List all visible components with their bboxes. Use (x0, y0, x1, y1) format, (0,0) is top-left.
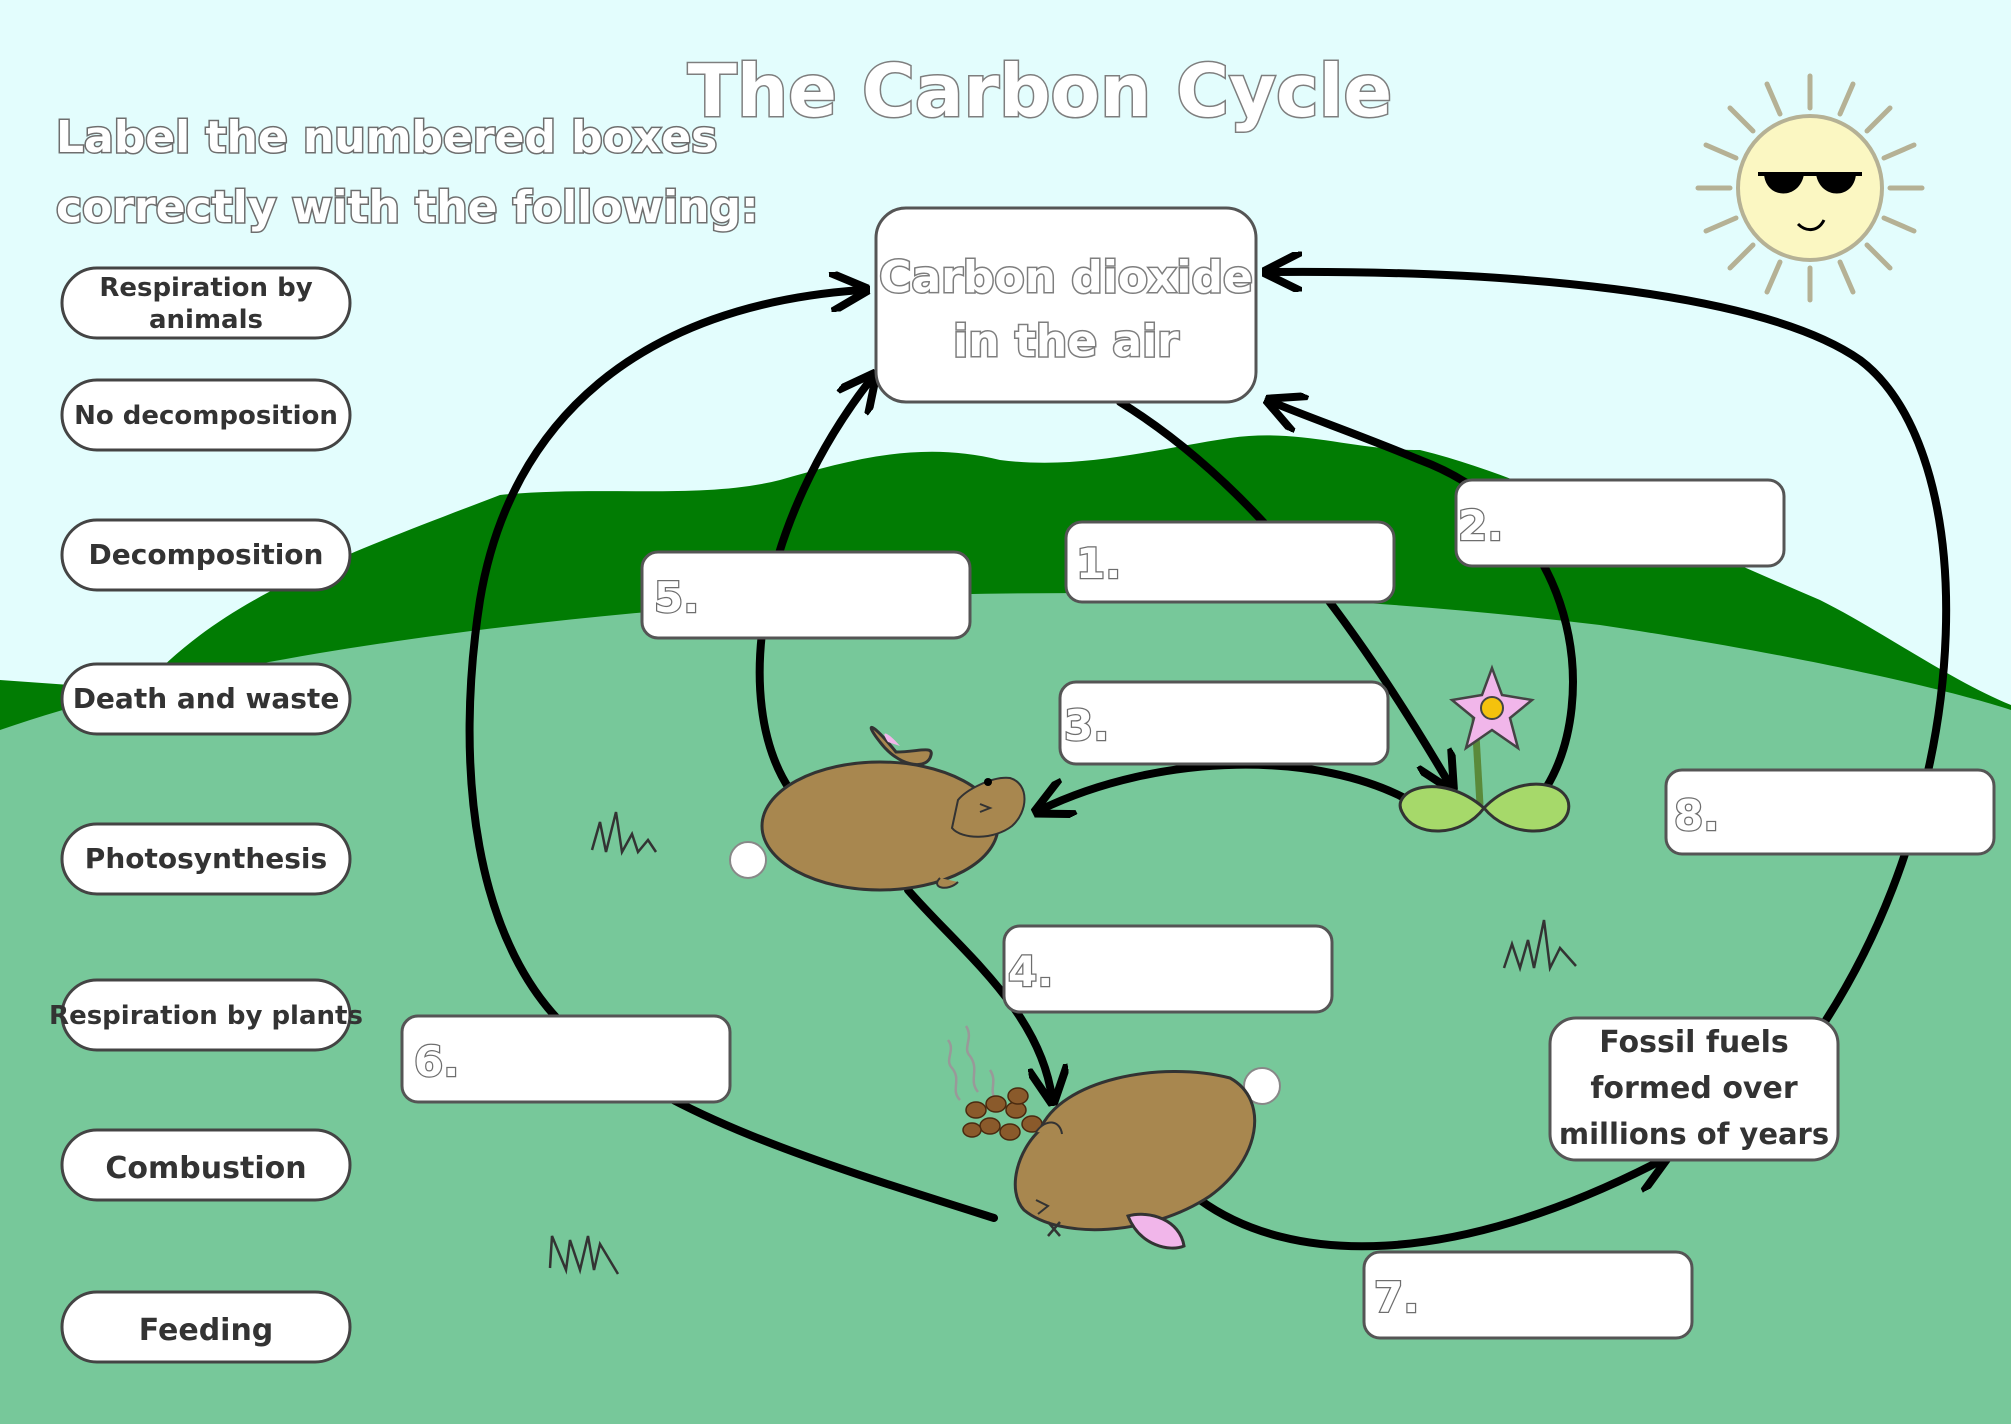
box-number: 4. (1008, 947, 1053, 996)
instructions: Label the numbered boxes correctly with … (55, 111, 761, 235)
page-title: The Carbon Cycle (688, 49, 1393, 133)
box-number: 5. (654, 573, 699, 622)
word-bank-label: No decomposition (74, 401, 338, 431)
rabbit-icon (729, 725, 1026, 892)
carbon-dioxide-line-2: in the air (953, 316, 1179, 367)
carbon-dioxide-line-1: Carbon dioxide (879, 252, 1253, 303)
numbered-box-4[interactable]: 4. (1002, 924, 1334, 1014)
word-bank-item[interactable]: Respiration by plants (49, 978, 363, 1052)
grass-tuft-icon (590, 811, 658, 856)
numbered-box-1[interactable]: 1. (1064, 520, 1396, 604)
box-number: 3. (1064, 701, 1109, 750)
arrow-dead-to-fossil (1196, 1160, 1662, 1251)
box-number: 2. (1458, 501, 1503, 550)
word-bank-label: Respiration by plants (49, 1001, 363, 1031)
box-number: 7. (1374, 1273, 1419, 1322)
arrow-dead-to-air (465, 290, 998, 1222)
word-bank-label: Death and waste (73, 682, 340, 715)
grass-tuft-icon (1502, 919, 1577, 973)
word-bank-item[interactable]: Death and waste (60, 662, 352, 736)
fossil-fuels-line-1: Fossil fuels (1599, 1025, 1789, 1060)
numbered-box-7[interactable]: 7. (1362, 1250, 1694, 1340)
word-bank-item[interactable]: Decomposition (60, 518, 352, 592)
numbered-box-8[interactable]: 8. (1664, 768, 1996, 856)
word-bank-item[interactable]: Respiration by animals (60, 266, 352, 340)
sun-with-sunglasses-icon (1695, 73, 1925, 303)
fossil-fuels-box: Fossil fuels formed over millions of yea… (1548, 1016, 1840, 1162)
word-bank-item[interactable]: Combustion (60, 1128, 352, 1202)
numbered-box-3[interactable]: 3. (1058, 680, 1390, 766)
flower-icon (1398, 664, 1571, 833)
box-number: 6. (414, 1037, 459, 1086)
grass-tuft-icon (548, 1235, 620, 1275)
arrow-rabbit-to-dead (904, 886, 1052, 1098)
word-bank-item[interactable]: Photosynthesis (60, 822, 352, 896)
word-bank: Respiration by animals No decomposition … (49, 266, 363, 1364)
word-bank-label: animals (149, 305, 263, 335)
word-bank-item[interactable]: Feeding (60, 1290, 352, 1364)
instructions-line-2: correctly with the following: (56, 182, 759, 233)
numbered-box-6[interactable]: 6. (400, 1014, 732, 1104)
numbered-box-5[interactable]: 5. (640, 550, 972, 640)
word-bank-label: Photosynthesis (85, 842, 327, 875)
word-bank-item[interactable]: No decomposition (60, 378, 352, 452)
droppings-icon (946, 1025, 1043, 1141)
word-bank-label: Combustion (105, 1151, 306, 1186)
carbon-dioxide-box: Carbon dioxide in the air (874, 206, 1258, 404)
fossil-fuels-line-2: formed over (1590, 1071, 1797, 1106)
word-bank-label: Feeding (139, 1313, 274, 1348)
fossil-fuels-line-3: millions of years (1559, 1117, 1829, 1151)
dead-rabbit-icon (1013, 1067, 1281, 1250)
numbered-box-2[interactable]: 2. (1454, 478, 1786, 568)
instructions-line-1: Label the numbered boxes (56, 112, 717, 163)
word-bank-label: Decomposition (89, 538, 324, 571)
box-number: 8. (1674, 791, 1719, 840)
box-number: 1. (1076, 539, 1121, 588)
word-bank-label: Respiration by (99, 273, 312, 303)
